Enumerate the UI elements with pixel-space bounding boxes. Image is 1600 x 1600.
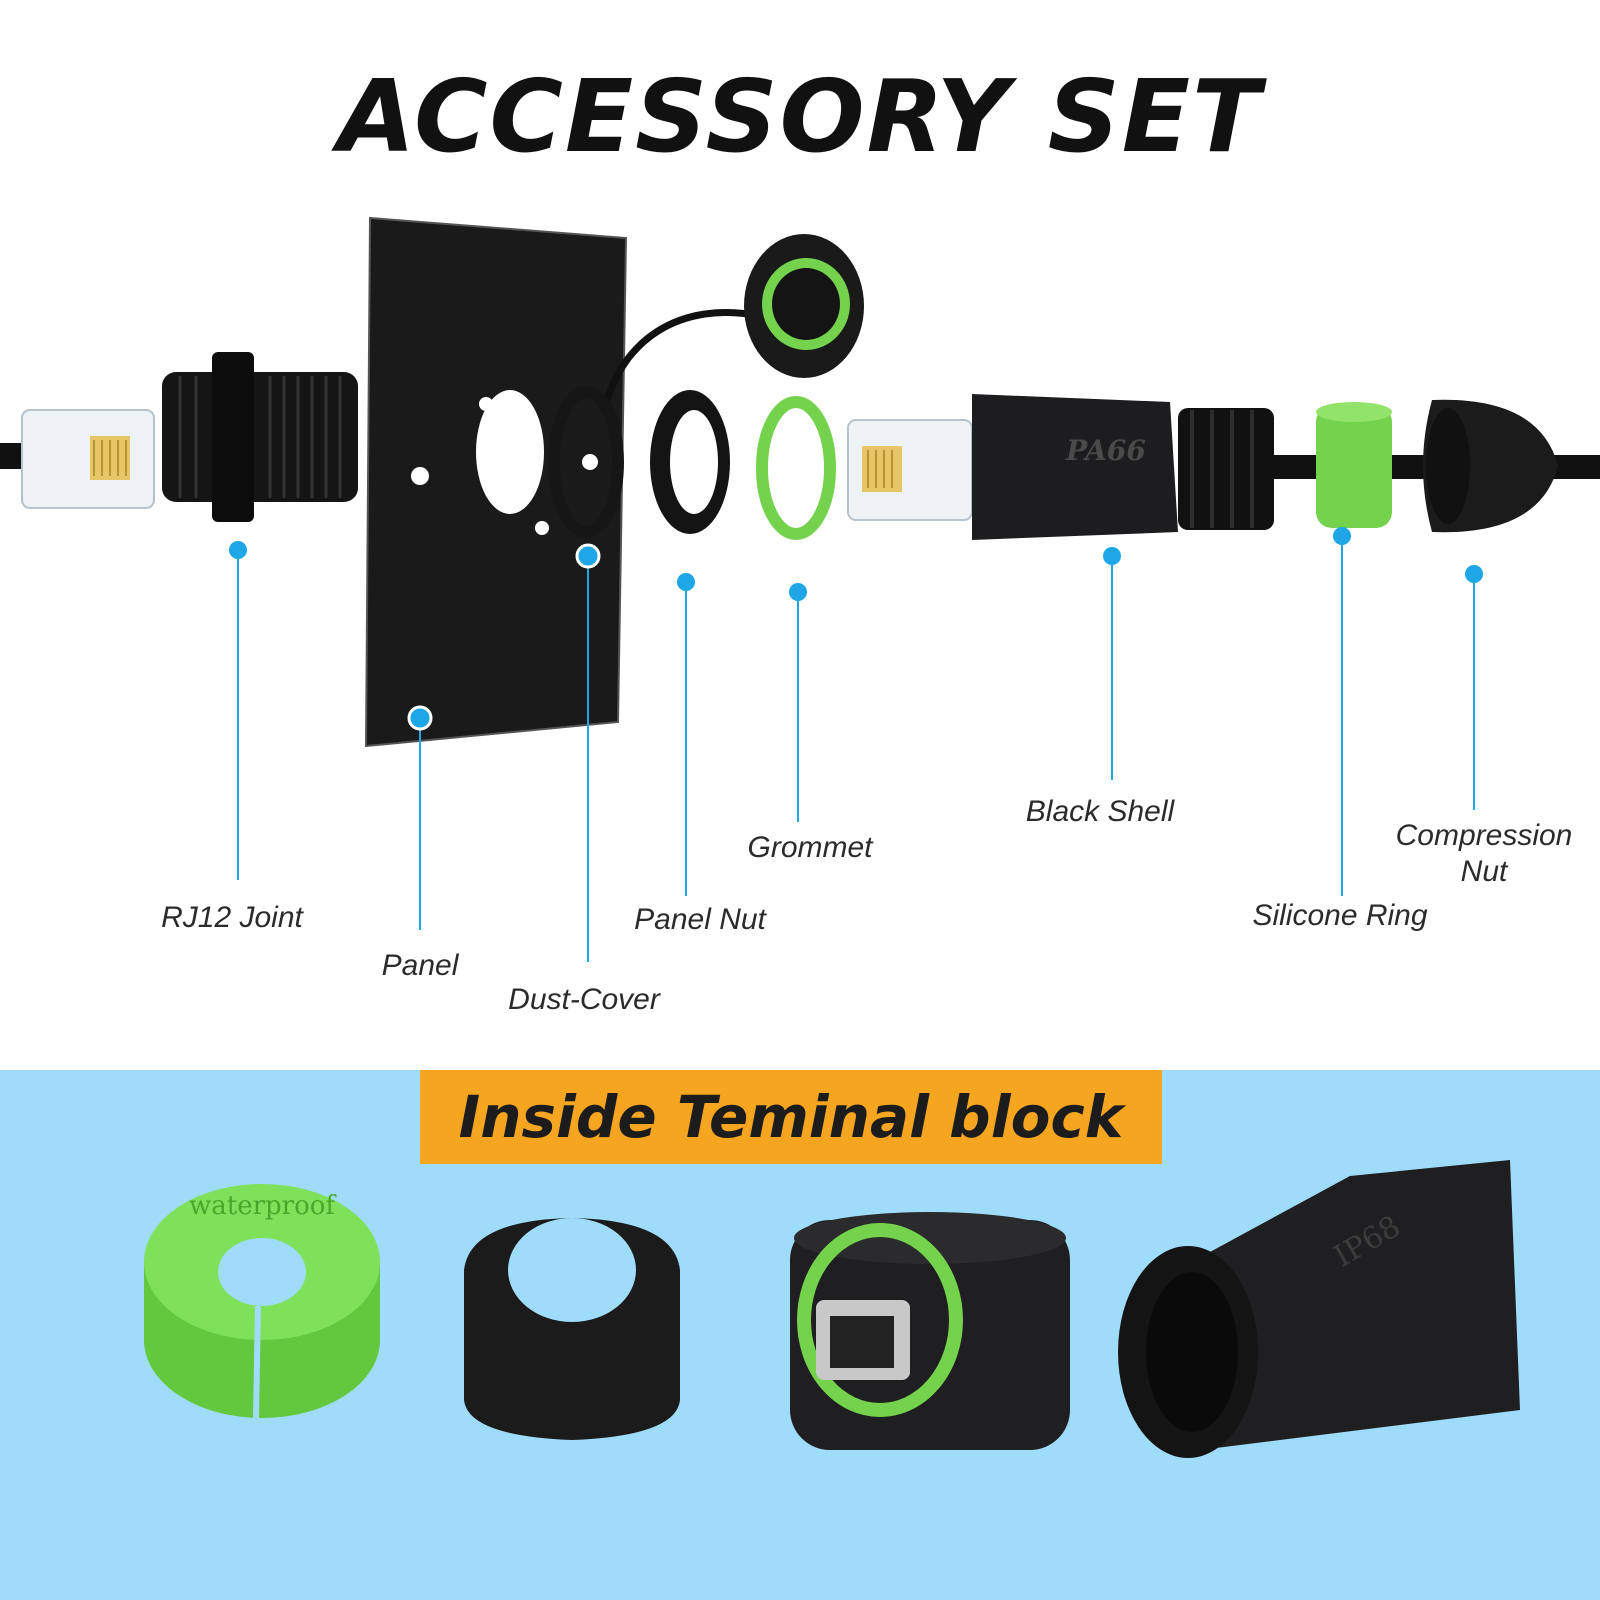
grommet	[756, 396, 836, 540]
label-rj12-joint: RJ12 Joint	[161, 901, 303, 934]
panel-nut	[650, 390, 730, 534]
compression-nut	[1423, 399, 1558, 533]
black-shell: PA66	[972, 394, 1274, 540]
dust-cover	[548, 234, 864, 538]
section-banner	[420, 1070, 1162, 1164]
exploded-diagram: PA66	[0, 216, 1600, 962]
label-panel: Panel	[381, 949, 459, 982]
callout-dot	[1103, 547, 1121, 565]
page-title: ACCESSORY SET	[337, 58, 1263, 175]
ring-embossing: waterproof	[189, 1191, 337, 1221]
rj-socket	[790, 1212, 1070, 1450]
rj12-plug-left	[21, 409, 155, 509]
black-nut	[464, 1218, 680, 1440]
label-panel-nut: Panel Nut	[634, 903, 766, 936]
callout-dot	[1333, 527, 1351, 545]
shell-marking: PA66	[1065, 434, 1146, 467]
black-housing: IP68	[1118, 1160, 1520, 1458]
label-grommet: Grommet	[747, 831, 873, 864]
callout-dot	[1465, 565, 1483, 583]
callout-dot	[229, 541, 247, 559]
callout-dot	[407, 705, 433, 731]
label-dust-cover: Dust-Cover	[508, 983, 660, 1016]
rj12-joint	[162, 352, 358, 522]
callout-dot	[789, 583, 807, 601]
section-title: Inside Teminal block	[458, 1083, 1124, 1151]
label-silicone-ring: Silicone Ring	[1252, 899, 1428, 932]
callout-dot	[575, 543, 601, 569]
silicone-ring	[1316, 402, 1392, 528]
panel	[364, 216, 628, 748]
leader-lines	[229, 527, 1483, 962]
label-black-shell: Black Shell	[1025, 795, 1175, 828]
green-silicone-ring: waterproof	[144, 1184, 380, 1419]
callout-dot	[677, 573, 695, 591]
label-compression-nut: Compression Nut	[1395, 819, 1573, 888]
rj12-plug-right	[847, 419, 973, 521]
